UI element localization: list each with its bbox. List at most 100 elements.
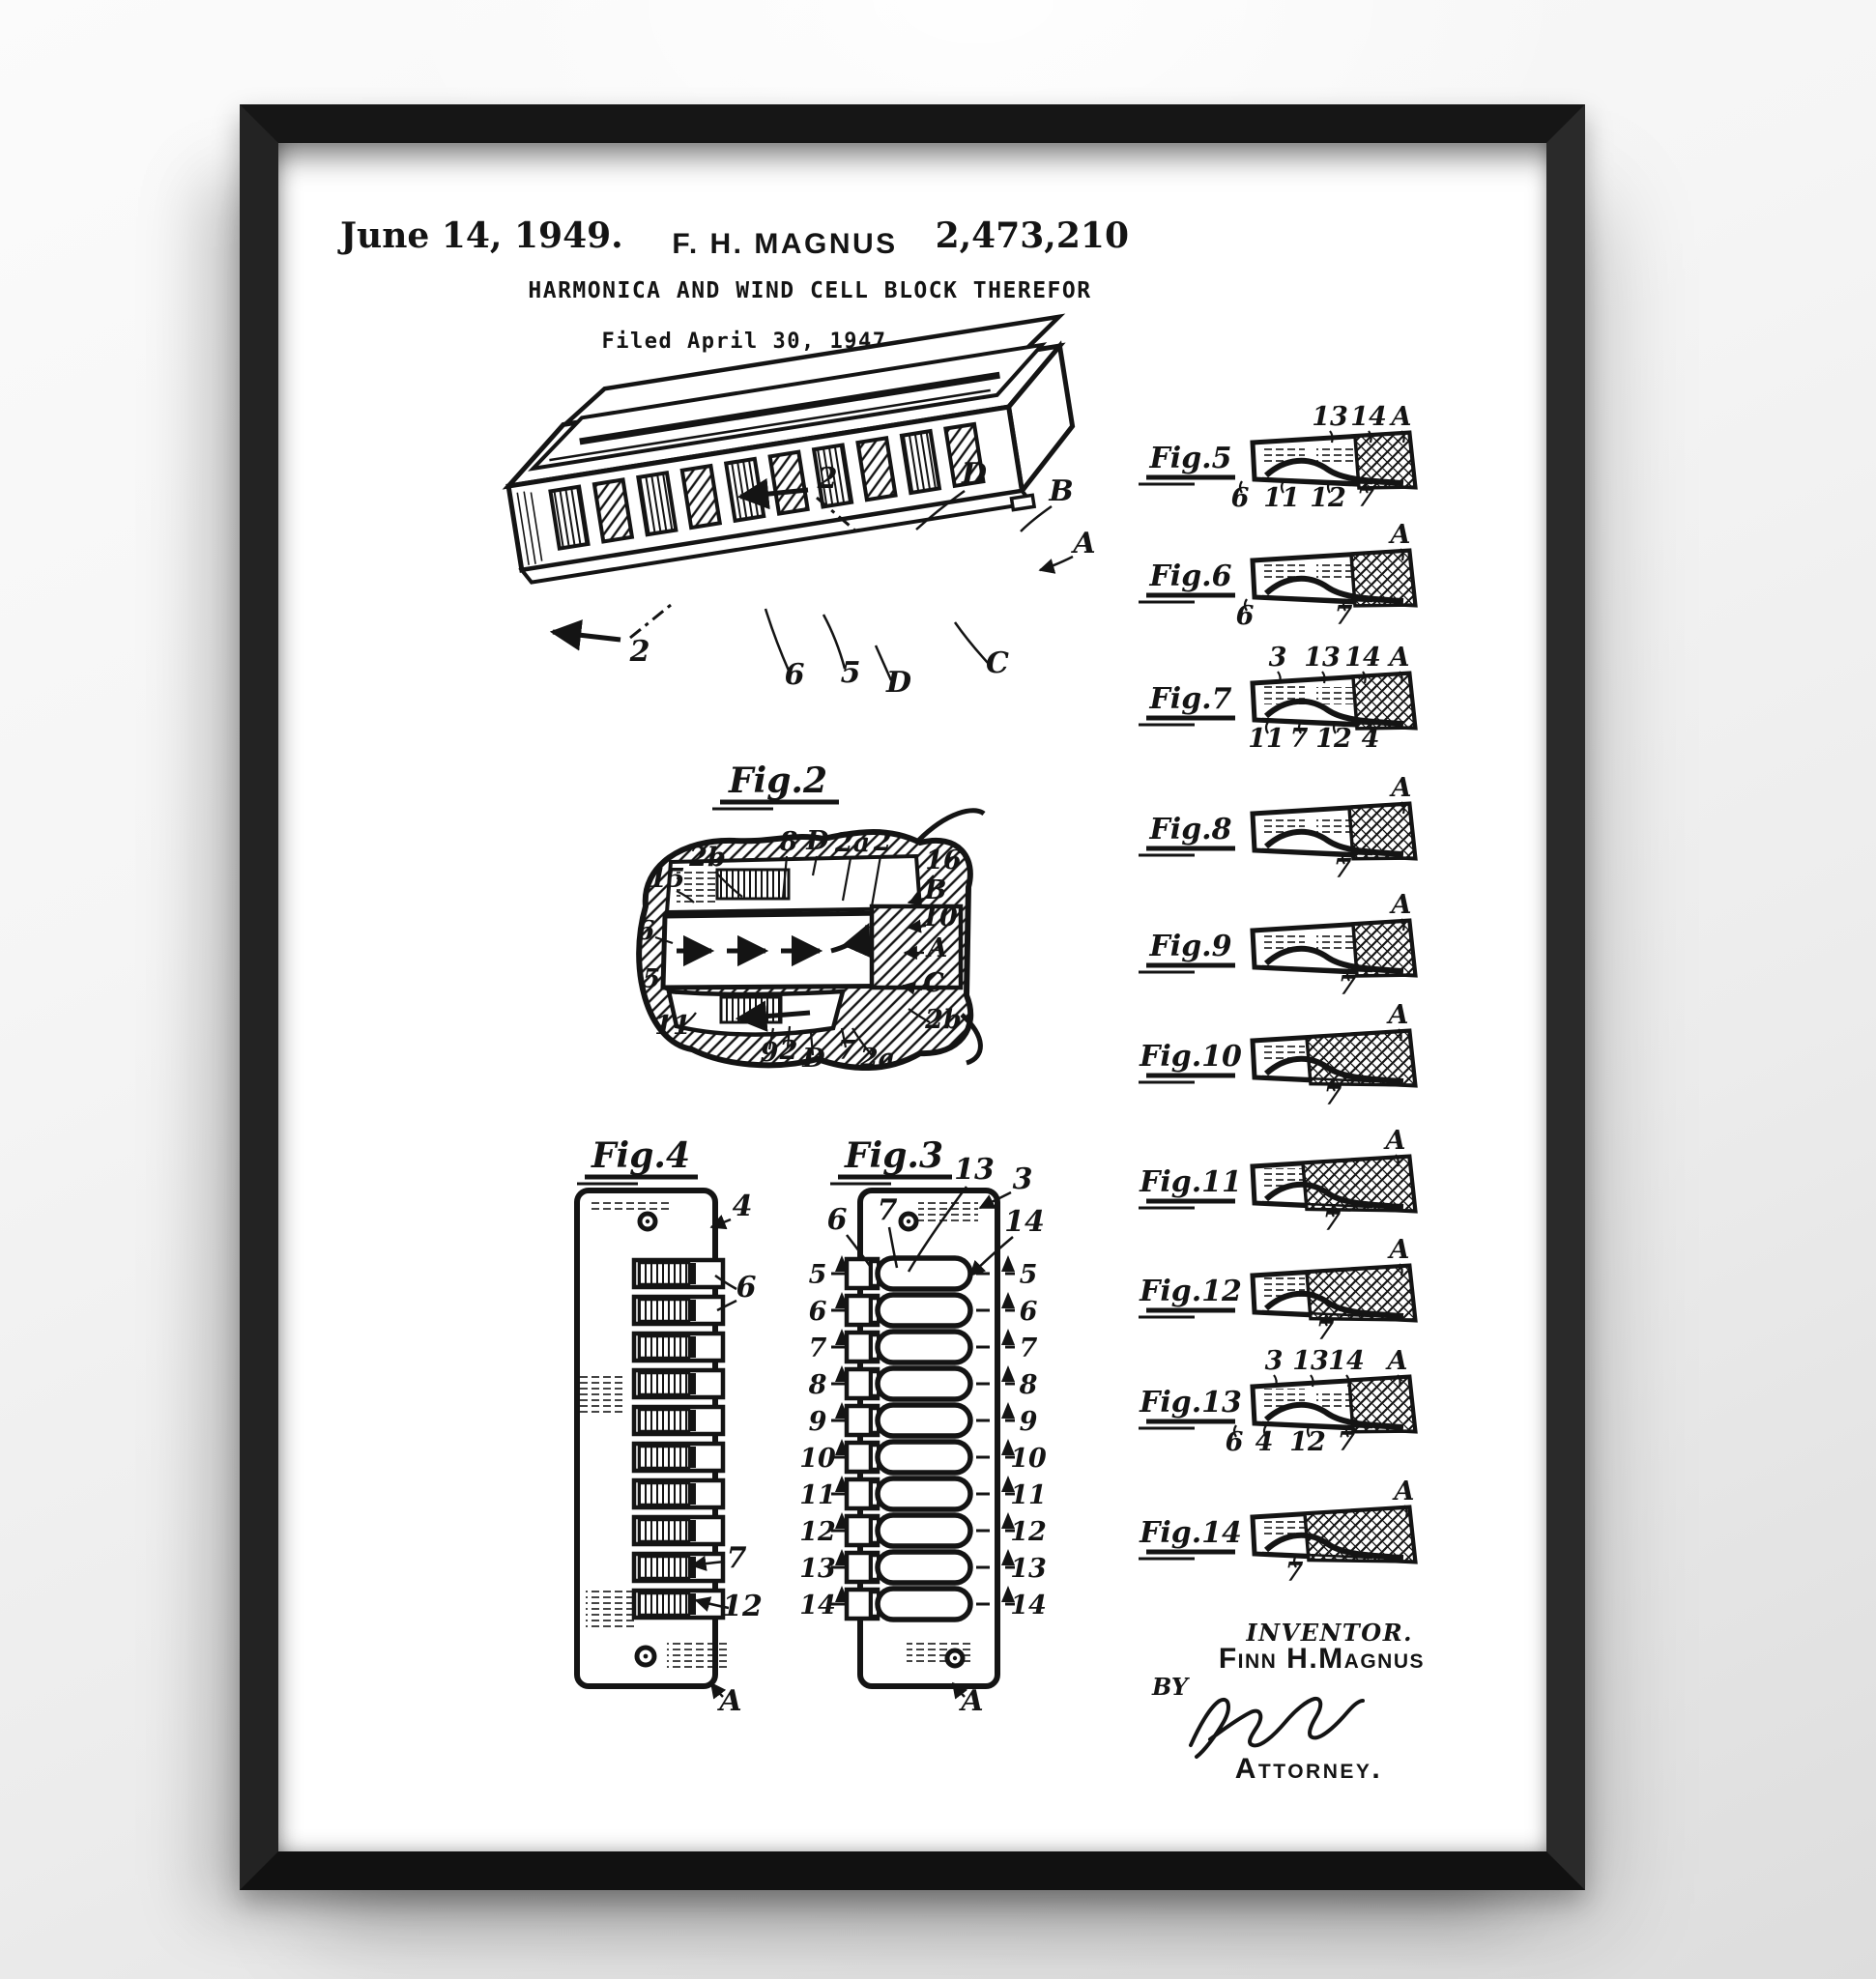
figure-1: Fig.1 bbox=[496, 317, 1096, 700]
figure-section-7: Fig.731314A117124 bbox=[1139, 643, 1415, 754]
figure-label: Fig.12 bbox=[1139, 1275, 1242, 1308]
fig3-wind-cell bbox=[878, 1478, 970, 1509]
shading bbox=[667, 1643, 727, 1668]
fig3-cell-number-right: 14 bbox=[1010, 1591, 1047, 1620]
inventor-name: Finn H.Magnus bbox=[1219, 1643, 1425, 1675]
fig4-reed-cap bbox=[689, 1593, 696, 1615]
callout: 6 bbox=[736, 1271, 757, 1305]
mouthpiece-hole bbox=[902, 431, 939, 493]
shading bbox=[586, 1591, 636, 1629]
callout-C: C bbox=[986, 646, 1009, 680]
fig3-cell-number-right: 9 bbox=[1020, 1407, 1038, 1437]
mouthpiece-hole bbox=[682, 466, 720, 528]
mouthpiece-hole bbox=[550, 487, 588, 549]
mouthpiece-hole bbox=[638, 473, 676, 534]
callout: 7 bbox=[838, 1036, 856, 1066]
section-callout-top: 14 bbox=[1344, 643, 1381, 673]
fig3-up-arrow-right bbox=[1001, 1255, 1015, 1272]
figure-2: Fig.2 bbox=[637, 760, 984, 1074]
fig4-reed bbox=[639, 1300, 689, 1321]
mouthpiece-hole bbox=[594, 479, 632, 541]
patent-drawing-canvas: June 14, 1949. F. H. MAGNUS 2,473,210 HA… bbox=[278, 143, 1546, 1851]
figure-label: Fig.10 bbox=[1139, 1040, 1242, 1074]
section-callout-top: A bbox=[1389, 773, 1412, 803]
harmonica-perspective-drawing bbox=[496, 317, 1087, 588]
shading bbox=[1316, 564, 1355, 582]
patent-date: June 14, 1949. bbox=[337, 215, 623, 256]
figure-label: Fig.6 bbox=[1149, 559, 1232, 593]
fig4-reed bbox=[639, 1410, 689, 1431]
fig3-cell-number-left: 10 bbox=[799, 1444, 836, 1474]
section-callout-top: A bbox=[1388, 520, 1411, 550]
fig4-reed bbox=[639, 1373, 689, 1394]
fig4-reed-cap bbox=[689, 1483, 696, 1505]
callout: 4 bbox=[733, 1190, 753, 1223]
fig3-cell-number-right: 8 bbox=[1019, 1370, 1038, 1400]
cover-horn-top bbox=[918, 811, 984, 841]
shading bbox=[1316, 1391, 1355, 1408]
fig3-cell-number-left: 13 bbox=[799, 1554, 836, 1584]
shading bbox=[580, 1372, 626, 1415]
shading bbox=[1262, 1043, 1305, 1062]
callout: 2 bbox=[873, 827, 892, 857]
callout-leader bbox=[876, 645, 891, 680]
fig3-wind-cell bbox=[878, 1589, 970, 1620]
fig3-cell-number-left: 12 bbox=[799, 1517, 836, 1547]
section-callout-top: A bbox=[1387, 643, 1410, 673]
figure-label: Fig.8 bbox=[1149, 813, 1232, 846]
signature-block: INVENTOR. Finn H.Magnus BY Attorney. bbox=[1151, 1619, 1425, 1785]
fig4-reed bbox=[639, 1336, 689, 1358]
callout: 2b bbox=[688, 843, 726, 873]
section-callout-top: A bbox=[1383, 1126, 1406, 1156]
shading bbox=[1316, 817, 1355, 835]
fig4-reed bbox=[639, 1263, 689, 1284]
callout: 7 bbox=[727, 1541, 747, 1575]
fig3-up-arrow-right bbox=[1001, 1329, 1015, 1345]
section-callout-top: A bbox=[1385, 1346, 1408, 1376]
callout: D bbox=[801, 1044, 825, 1074]
section-callout-top: 14 bbox=[1350, 402, 1387, 432]
fig3-wind-cell bbox=[878, 1258, 970, 1289]
figure-label: Fig.13 bbox=[1139, 1386, 1242, 1420]
callout-2-bottom: 2 bbox=[629, 635, 650, 669]
callout-B: B bbox=[1048, 474, 1073, 508]
shading bbox=[1262, 1277, 1305, 1297]
fig4-reed bbox=[639, 1447, 689, 1468]
figure-2-label: Fig.2 bbox=[728, 760, 827, 801]
callout: C bbox=[923, 968, 944, 998]
fig3-wind-cell bbox=[878, 1515, 970, 1546]
callout: 6 bbox=[827, 1203, 848, 1237]
shading bbox=[1262, 1519, 1305, 1538]
fig3-cell-number-left: 6 bbox=[809, 1297, 827, 1327]
fig4-reed-cap bbox=[689, 1373, 696, 1394]
section-callout-top: 14 bbox=[1328, 1346, 1365, 1376]
callout: 14 bbox=[1004, 1205, 1045, 1239]
section-callout-top: A bbox=[1392, 1477, 1415, 1506]
fig3-cell-number-right: 13 bbox=[1010, 1554, 1047, 1584]
fig3-cell-number-right: 11 bbox=[1010, 1480, 1047, 1510]
callout-2-top: 2 bbox=[817, 462, 838, 496]
fig3-cell-number-left: 14 bbox=[799, 1591, 836, 1620]
patent-inventor-short: F. H. MAGNUS bbox=[672, 228, 897, 260]
callout: B bbox=[924, 875, 947, 905]
fig4-reed-cap bbox=[689, 1410, 696, 1431]
callout: 2a bbox=[859, 1044, 895, 1074]
screw-hole-dot bbox=[953, 1656, 957, 1660]
callout-leader bbox=[1021, 506, 1052, 531]
callout: 8 bbox=[779, 827, 798, 857]
harmonica-foot bbox=[1012, 495, 1035, 509]
by-label: BY bbox=[1151, 1673, 1191, 1701]
fig3-wind-cell bbox=[878, 1332, 970, 1362]
fig4-reed-cap bbox=[689, 1263, 696, 1284]
callout-leader bbox=[823, 615, 845, 669]
screw-hole-dot bbox=[646, 1219, 649, 1223]
section-callout-top: A bbox=[1386, 1000, 1409, 1030]
fig4-reed-cap bbox=[689, 1557, 696, 1578]
figure-label: Fig.7 bbox=[1149, 682, 1232, 716]
callout: A bbox=[925, 933, 948, 963]
attorney-caption: Attorney. bbox=[1235, 1753, 1382, 1785]
callout: 7 bbox=[878, 1193, 898, 1227]
section-figures-column: Fig.51314A611127Fig.6A67Fig.731314A11712… bbox=[1139, 402, 1415, 1588]
figure-section-10: Fig.10A7 bbox=[1139, 1000, 1415, 1111]
section-callout-top: 13 bbox=[1312, 402, 1348, 432]
